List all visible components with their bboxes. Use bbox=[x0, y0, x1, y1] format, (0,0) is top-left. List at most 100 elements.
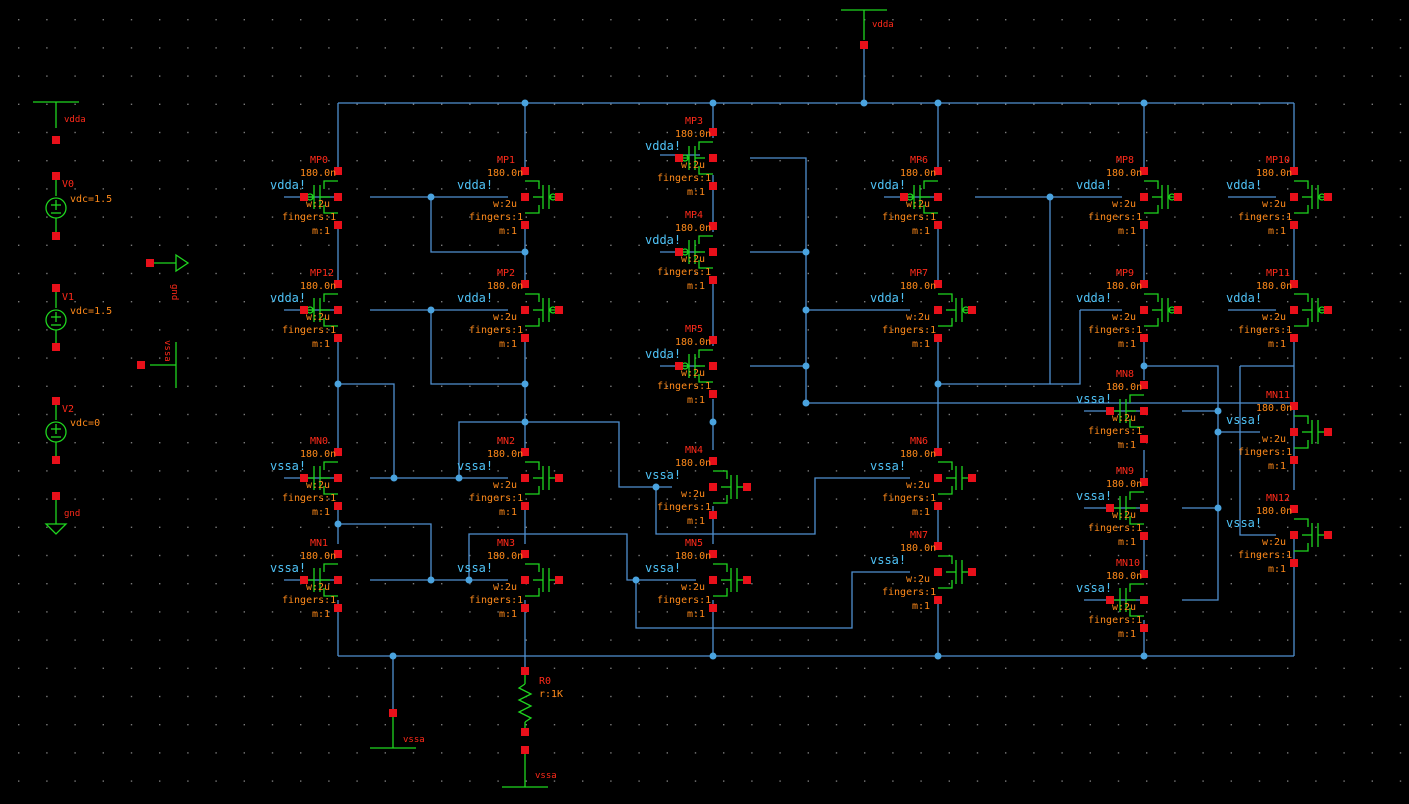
pin[interactable] bbox=[300, 576, 308, 584]
pin[interactable] bbox=[1290, 193, 1298, 201]
pin[interactable] bbox=[334, 550, 342, 558]
pin[interactable] bbox=[521, 550, 529, 558]
pin[interactable] bbox=[334, 167, 342, 175]
pin[interactable] bbox=[1140, 504, 1148, 512]
pin[interactable] bbox=[934, 474, 942, 482]
bottom-supplies[interactable]: vssa R0 r:1K vssa bbox=[370, 667, 563, 788]
pin[interactable] bbox=[709, 604, 717, 612]
pin[interactable] bbox=[709, 576, 717, 584]
pin[interactable] bbox=[334, 280, 342, 288]
pin[interactable] bbox=[1290, 167, 1298, 175]
pin[interactable] bbox=[300, 474, 308, 482]
pin[interactable] bbox=[1290, 221, 1298, 229]
pin[interactable] bbox=[709, 336, 717, 344]
pin[interactable] bbox=[934, 502, 942, 510]
wire-48[interactable] bbox=[468, 533, 696, 581]
pin[interactable] bbox=[709, 276, 717, 284]
pin[interactable] bbox=[709, 248, 717, 256]
pin[interactable] bbox=[968, 306, 976, 314]
pin[interactable] bbox=[1174, 306, 1182, 314]
wire-62[interactable] bbox=[1050, 310, 1081, 385]
pin[interactable] bbox=[1140, 334, 1148, 342]
pin[interactable] bbox=[521, 502, 529, 510]
pin[interactable] bbox=[1140, 532, 1148, 540]
wire-44[interactable] bbox=[458, 421, 672, 488]
pin[interactable] bbox=[934, 448, 942, 456]
pin[interactable] bbox=[1106, 504, 1114, 512]
pin[interactable] bbox=[675, 248, 683, 256]
pin[interactable] bbox=[1290, 456, 1298, 464]
pin[interactable] bbox=[1290, 280, 1298, 288]
pin[interactable] bbox=[555, 474, 563, 482]
pin[interactable] bbox=[934, 542, 942, 550]
pin[interactable] bbox=[709, 362, 717, 370]
pin[interactable] bbox=[1140, 407, 1148, 415]
pin[interactable] bbox=[1140, 306, 1148, 314]
pin[interactable] bbox=[334, 334, 342, 342]
pin[interactable] bbox=[934, 221, 942, 229]
pin[interactable] bbox=[1290, 505, 1298, 513]
wire-45[interactable] bbox=[338, 523, 432, 580]
pin[interactable] bbox=[934, 306, 942, 314]
pin[interactable] bbox=[1174, 193, 1182, 201]
pin[interactable] bbox=[709, 128, 717, 136]
pin[interactable] bbox=[521, 193, 529, 201]
pin[interactable] bbox=[1324, 306, 1332, 314]
pin[interactable] bbox=[1140, 221, 1148, 229]
pin[interactable] bbox=[1140, 280, 1148, 288]
pin[interactable] bbox=[968, 568, 976, 576]
pin[interactable] bbox=[1324, 531, 1332, 539]
pin[interactable] bbox=[1140, 624, 1148, 632]
pin[interactable] bbox=[1140, 167, 1148, 175]
pin[interactable] bbox=[521, 306, 529, 314]
wire-65[interactable] bbox=[1144, 365, 1219, 601]
pin[interactable] bbox=[934, 334, 942, 342]
pin[interactable] bbox=[334, 221, 342, 229]
wire-50[interactable] bbox=[655, 477, 910, 535]
pin[interactable] bbox=[934, 568, 942, 576]
vdda-supply-symbol[interactable]: vdda bbox=[841, 9, 894, 49]
wire-37[interactable] bbox=[430, 197, 525, 253]
pin[interactable] bbox=[709, 511, 717, 519]
pin[interactable] bbox=[300, 306, 308, 314]
pin[interactable] bbox=[743, 483, 751, 491]
pin[interactable] bbox=[709, 457, 717, 465]
pin[interactable] bbox=[1140, 596, 1148, 604]
wire-40[interactable] bbox=[430, 310, 525, 385]
pin[interactable] bbox=[709, 550, 717, 558]
pin[interactable] bbox=[1140, 193, 1148, 201]
pin[interactable] bbox=[934, 596, 942, 604]
pin[interactable] bbox=[521, 221, 529, 229]
wire-49[interactable] bbox=[635, 571, 910, 629]
pin[interactable] bbox=[934, 280, 942, 288]
pin[interactable] bbox=[334, 193, 342, 201]
pin[interactable] bbox=[521, 604, 529, 612]
pin[interactable] bbox=[521, 576, 529, 584]
pin[interactable] bbox=[709, 154, 717, 162]
pin[interactable] bbox=[968, 474, 976, 482]
supply-sources[interactable]: vdda V0 vdc=1.5 gnd V1 vdc=1.5 vssa V2 v… bbox=[33, 101, 190, 535]
pin[interactable] bbox=[300, 193, 308, 201]
pin[interactable] bbox=[1290, 306, 1298, 314]
pin[interactable] bbox=[934, 193, 942, 201]
pin[interactable] bbox=[555, 306, 563, 314]
pin[interactable] bbox=[1324, 193, 1332, 201]
